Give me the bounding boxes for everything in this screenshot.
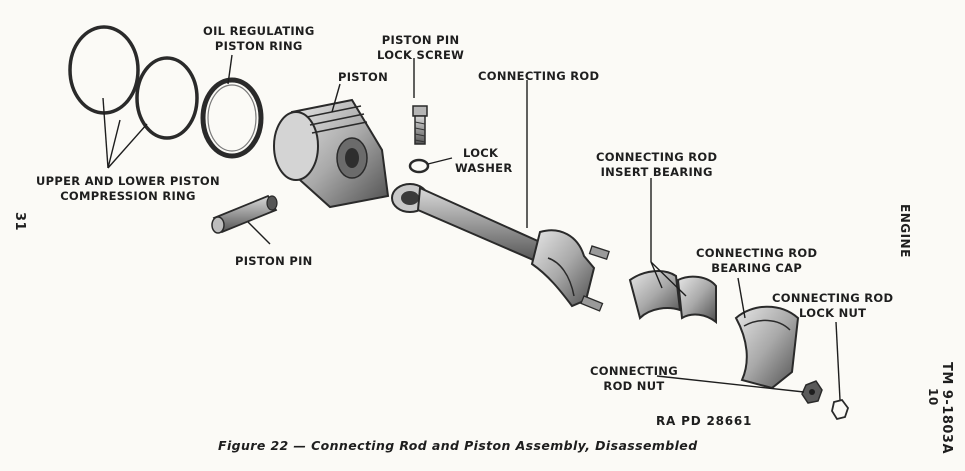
reference-number: RA PD 28661 bbox=[656, 414, 753, 428]
figure-caption: Figure 22 — Connecting Rod and Piston As… bbox=[218, 438, 698, 453]
leader-piston-pin bbox=[247, 221, 271, 245]
leader-lines bbox=[102, 54, 841, 401]
label-piston-pin: PISTON PIN bbox=[235, 254, 313, 268]
leader-rod-nut bbox=[656, 375, 805, 393]
label-lock-nut: CONNECTING ROD LOCK NUT bbox=[772, 291, 893, 321]
label-oil-ring-line2: PISTON RING bbox=[214, 39, 303, 53]
label-compression-ring: UPPER AND LOWER PISTON COMPRESSION RING bbox=[36, 174, 220, 204]
piston bbox=[273, 98, 390, 209]
label-lock-washer-line1: LOCK bbox=[463, 146, 499, 160]
label-lock-nut-line1: CONNECTING ROD bbox=[772, 291, 894, 305]
leader-compression-a bbox=[107, 119, 121, 169]
label-compression-ring-line1: UPPER AND LOWER PISTON bbox=[36, 174, 220, 188]
leader-lock-nut bbox=[835, 321, 841, 401]
label-bearing-cap-line1: CONNECTING ROD bbox=[696, 246, 818, 260]
connecting-rod-insert-bearing bbox=[628, 270, 717, 325]
connecting-rod-lock-nut bbox=[831, 398, 850, 421]
leader-compression-c bbox=[107, 123, 148, 169]
label-rod-nut: CONNECTING ROD NUT bbox=[590, 364, 678, 394]
label-rod-nut-line2: ROD NUT bbox=[603, 379, 665, 393]
label-insert-bearing-line1: CONNECTING ROD bbox=[596, 150, 718, 164]
leader-compression-b bbox=[102, 97, 109, 169]
section-label: ENGINE bbox=[898, 204, 912, 258]
label-bearing-cap: CONNECTING ROD BEARING CAP bbox=[696, 246, 817, 276]
label-rod-nut-line1: CONNECTING bbox=[590, 364, 678, 378]
label-connecting-rod: CONNECTING ROD bbox=[478, 69, 600, 83]
lock-washer bbox=[408, 158, 430, 174]
label-lock-screw-line1: PISTON PIN bbox=[381, 33, 460, 47]
label-bearing-cap-line2: BEARING CAP bbox=[711, 261, 803, 275]
leader-insert-bearing-c bbox=[650, 261, 687, 297]
label-lock-washer-line2: WASHER bbox=[455, 161, 513, 175]
manual-sub: 10 bbox=[926, 388, 940, 406]
label-lock-screw: PISTON PIN LOCK SCREW bbox=[377, 33, 464, 63]
compression-ring-lower bbox=[135, 56, 199, 140]
label-lock-screw-line2: LOCK SCREW bbox=[377, 48, 465, 62]
oil-regulating-ring bbox=[200, 77, 264, 159]
manual-id: TM 9-1803A bbox=[939, 362, 954, 455]
leader-oil-ring bbox=[227, 54, 233, 85]
leader-lock-washer bbox=[427, 157, 453, 165]
label-oil-ring-line1: OIL REGULATING bbox=[203, 24, 315, 38]
label-lock-nut-line2: LOCK NUT bbox=[799, 306, 867, 320]
connecting-rod bbox=[391, 183, 610, 312]
compression-ring-upper bbox=[68, 25, 140, 115]
label-insert-bearing: CONNECTING ROD INSERT BEARING bbox=[596, 150, 717, 180]
label-lock-washer: LOCK WASHER bbox=[455, 146, 513, 176]
connecting-rod-bearing-cap bbox=[734, 305, 800, 390]
label-piston: PISTON bbox=[338, 70, 389, 84]
connecting-rod-nut bbox=[801, 380, 823, 404]
label-compression-ring-line2: COMPRESSION RING bbox=[60, 189, 196, 203]
leader-bearing-cap bbox=[737, 277, 746, 319]
leader-piston bbox=[331, 83, 341, 113]
piston-pin bbox=[211, 194, 278, 234]
label-insert-bearing-line2: INSERT BEARING bbox=[600, 165, 713, 179]
label-oil-regulating-ring: OIL REGULATING PISTON RING bbox=[203, 24, 315, 54]
leader-insert-bearing-b bbox=[650, 261, 663, 289]
piston-pin-lock-screw bbox=[412, 105, 428, 145]
page-number: 31 bbox=[12, 211, 28, 232]
